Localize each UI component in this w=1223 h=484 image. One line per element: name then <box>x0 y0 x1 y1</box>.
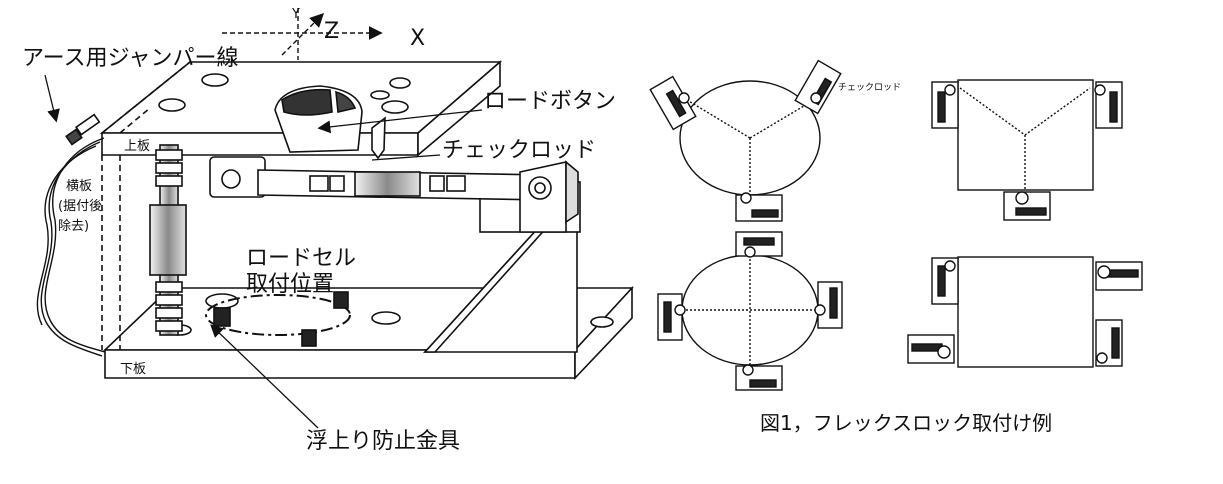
example-circle-four <box>657 231 843 391</box>
label-load-button: ロードボタン <box>484 89 616 114</box>
left-threaded-rod <box>149 144 187 336</box>
label-axis-z: Z <box>324 19 339 44</box>
label-loadcell-position-line1: ロードセル <box>246 246 356 271</box>
example-circle-three <box>649 59 842 222</box>
label-upper-plate: 上板 <box>124 139 150 154</box>
anti-lift-fittings <box>205 291 351 347</box>
axis-indicator <box>222 8 383 60</box>
figure-caption: 図1，フレックスロック取付け例 <box>760 411 1052 435</box>
load-button <box>274 85 386 160</box>
label-check-rod: チェックロッド <box>442 138 596 163</box>
label-side-plate-line2: (据付後 <box>58 199 102 214</box>
example-square-three <box>931 79 1123 221</box>
label-loadcell-position-line2: 取付位置 <box>246 272 334 297</box>
label-axis-x: X <box>410 26 425 51</box>
label-anti-lift-fitting: 浮上り防止金具 <box>306 429 460 454</box>
removable-side-plate-outline <box>101 61 191 350</box>
label-lower-plate: 下板 <box>120 362 146 377</box>
label-side-plate-line3: 除去) <box>58 219 89 234</box>
label-check-rod-small: チェックロッド <box>838 82 901 93</box>
check-rod-assembly <box>209 156 579 233</box>
example-square-four <box>907 256 1143 368</box>
bolt <box>65 113 101 146</box>
label-side-plate-line1: 横板 <box>66 179 92 194</box>
earth-jumper-wire <box>36 137 106 357</box>
layout-examples <box>649 59 1143 391</box>
leader-lines <box>44 74 483 429</box>
label-axis-y: Y <box>291 7 300 22</box>
mount-assembly <box>36 60 634 381</box>
label-earth-jumper: アース用ジャンパー線 <box>22 46 238 71</box>
